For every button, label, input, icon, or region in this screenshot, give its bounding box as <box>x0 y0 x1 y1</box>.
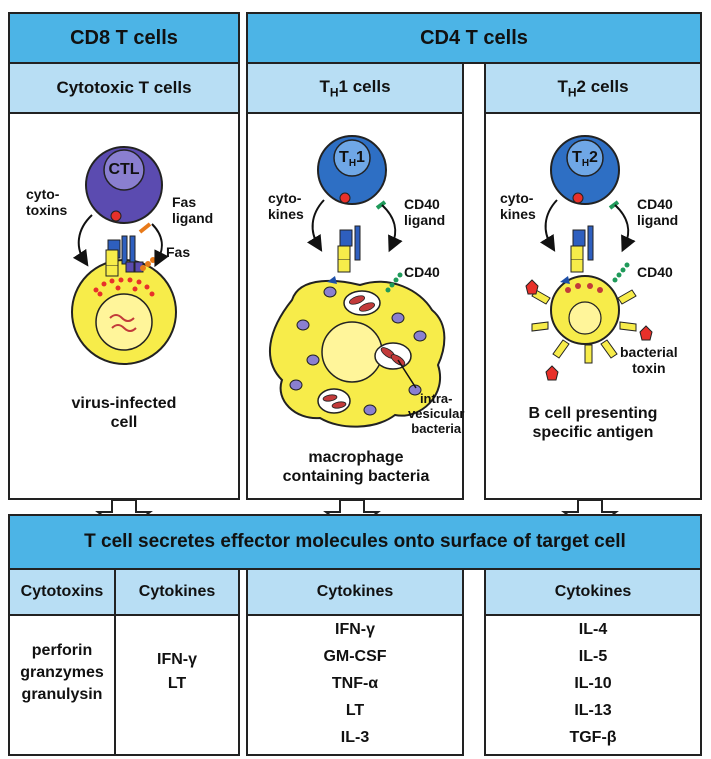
th1-cytokines-list: IFN-γ GM-CSF TNF-α LT IL-3 <box>246 616 464 751</box>
effector-banner-label: T cell secretes effector molecules onto … <box>84 531 626 552</box>
list-item: TGF-β <box>569 729 617 746</box>
list-item: IL-13 <box>574 702 612 719</box>
th1-cd40-ligand-label: CD40 ligand <box>404 196 446 229</box>
list-item: TNF-α <box>331 675 379 692</box>
cd8-cytokines-header-label: Cytokines <box>138 583 216 600</box>
th2-cytokines-cell <box>484 614 702 756</box>
list-item: IL-4 <box>578 621 608 638</box>
list-item: IFN-γ <box>335 621 375 638</box>
list-item: IL-5 <box>578 648 608 665</box>
cd4-header: CD4 T cells <box>246 12 702 64</box>
cd4-header-label: CD4 T cells <box>420 26 528 49</box>
ctl-cell-label: CTL <box>108 161 140 178</box>
cytotoxic-subheader-label: Cytotoxic T cells <box>56 78 192 97</box>
list-item: granulysin <box>21 686 103 703</box>
cd8-cytokines-cell <box>114 614 240 756</box>
th1-illustration <box>268 135 446 428</box>
list-item: LT <box>167 675 187 692</box>
intravesicular-bacteria-label: intra- vesicular bacteria <box>408 391 465 436</box>
th2-cytokines-header-label: Cytokines <box>554 583 632 600</box>
th1-cytokines-label: cyto- kines <box>268 190 304 223</box>
cytotoxins-list: perforin granzymes granulysin <box>8 640 116 706</box>
th1-subheader-label: TH1 cells <box>319 76 391 100</box>
cytotoxic-subheader: Cytotoxic T cells <box>8 62 240 114</box>
th2-illustration <box>525 135 653 381</box>
cytotoxins-header-label: Cytotoxins <box>20 583 104 600</box>
list-item: perforin <box>31 642 93 659</box>
th1-cytokines-cell <box>246 614 464 756</box>
effector-banner: T cell secretes effector molecules onto … <box>8 514 702 570</box>
ctl-illustration <box>71 146 177 365</box>
macrophage-label: macrophage containing bacteria <box>282 449 430 486</box>
list-item: IFN-γ <box>157 651 197 668</box>
th2-cytokines-list: IL-4 IL-5 IL-10 IL-13 TGF-β <box>484 616 702 751</box>
virus-infected-cell-label: virus-infected cell <box>71 395 177 432</box>
th2-cell-label: TH2 <box>572 149 598 170</box>
th1-cell-label: TH1 <box>339 149 365 170</box>
cd8-header-label: CD8 T cells <box>70 26 178 49</box>
th2-cd40-ligand-label: CD40 ligand <box>637 196 679 229</box>
cd8-cytokines-list: IFN-γ LT <box>114 648 240 696</box>
th2-cytokines-label: cyto- kines <box>500 190 536 223</box>
th1-cd40-label: CD40 <box>404 264 440 280</box>
cytotoxins-header: Cytotoxins <box>8 568 116 616</box>
list-item: LT <box>345 702 365 719</box>
cd8-header: CD8 T cells <box>8 12 240 64</box>
list-item: granzymes <box>20 664 104 681</box>
list-item: IL-10 <box>574 675 612 692</box>
th2-cytokines-header: Cytokines <box>484 568 702 616</box>
th2-subheader-label: TH2 cells <box>557 76 629 100</box>
b-cell-label: B cell presenting specific antigen <box>528 405 658 442</box>
cd8-cytokines-header: Cytokines <box>114 568 240 616</box>
list-item: GM-CSF <box>323 648 387 665</box>
ctl-fas-ligand-label: Fas ligand <box>172 194 214 227</box>
th2-subheader: TH2 cells <box>484 62 702 114</box>
th1-cytokines-header: Cytokines <box>246 568 464 616</box>
bacterial-toxin-label: bacterial toxin <box>620 344 678 377</box>
th1-cytokines-header-label: Cytokines <box>316 583 394 600</box>
ctl-fas-label: Fas <box>166 244 191 260</box>
ctl-cytotoxins-label: cyto- toxins <box>26 186 68 219</box>
th2-cd40-label: CD40 <box>637 264 673 280</box>
list-item: IL-3 <box>340 729 370 746</box>
